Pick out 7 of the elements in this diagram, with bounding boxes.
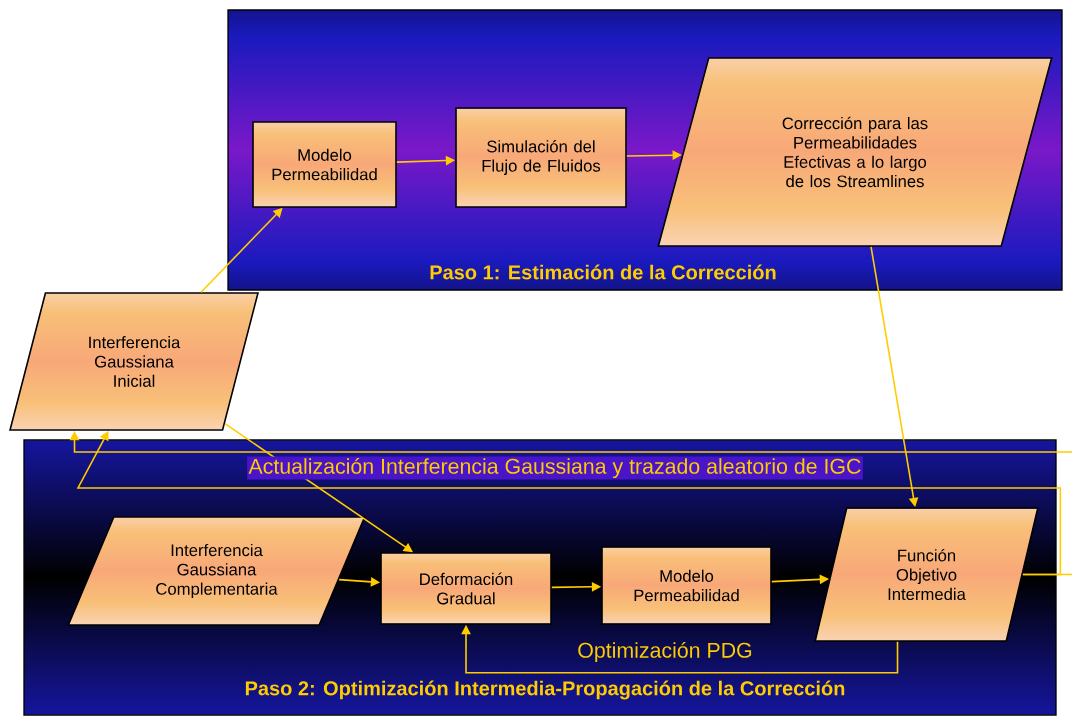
process-box: Simulación del Flujo de Fluidos: [455, 107, 627, 208]
edge-label: Actualización Interferencia Gaussiana y trazado aleatorio de IGC: [247, 456, 863, 480]
process-box: Modelo Permeabilidad: [252, 121, 397, 208]
edge-label: Optimización PDG: [578, 641, 752, 663]
data-parallelogram: Interferencia Gaussiana Inicial: [9, 292, 259, 431]
process-box: Deformación Gradual: [380, 552, 552, 625]
process-box: Modelo Permeabilidad: [601, 546, 772, 625]
